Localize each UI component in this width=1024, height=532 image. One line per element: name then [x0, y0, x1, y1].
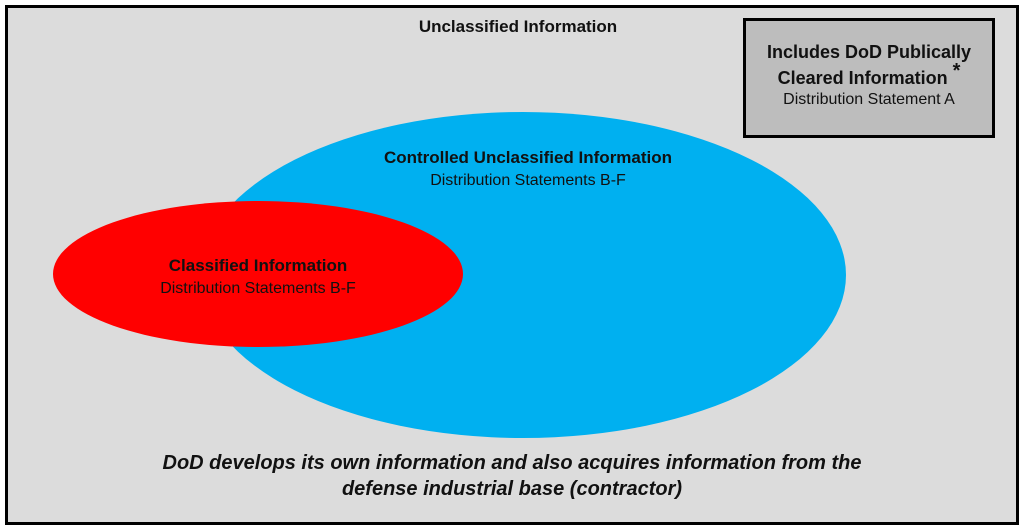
- classified-title: Classified Information: [168, 256, 348, 275]
- public-info-title: Includes DoD Publically Cleared Informat…: [746, 39, 992, 91]
- cui-title: Controlled Unclassified Information: [383, 148, 673, 167]
- caption-text: DoD develops its own information and als…: [162, 452, 862, 500]
- diagram-frame: Unclassified Information Includes DoD Pu…: [5, 5, 1019, 525]
- classified-ellipse: [53, 201, 463, 347]
- public-info-subtitle: Distribution Statement A: [783, 91, 955, 109]
- asterisk-mark: *: [952, 60, 961, 83]
- venn-diagram: [53, 112, 846, 438]
- classified-subtitle: Distribution Statements B-F: [160, 280, 356, 297]
- unclassified-label: Unclassified Information: [418, 17, 618, 36]
- public-info-box: Includes DoD Publically Cleared Informat…: [743, 18, 995, 138]
- cui-subtitle: Distribution Statements B-F: [430, 172, 626, 189]
- public-info-title-line2: Cleared Information: [777, 68, 948, 89]
- public-info-title-line1: Includes DoD Publically: [766, 42, 972, 62]
- cui-ellipse: [200, 112, 846, 438]
